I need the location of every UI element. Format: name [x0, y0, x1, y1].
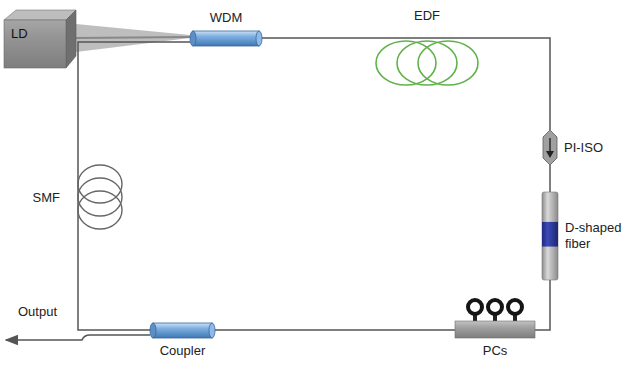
ld-top — [4, 10, 76, 20]
component-label: EDF — [414, 8, 440, 24]
polarization-controller: PCs — [455, 298, 535, 338]
laser-beam — [76, 24, 190, 52]
component-label: PCs — [483, 343, 508, 359]
isolator-shape — [543, 130, 557, 165]
fiber-connection — [549, 165, 551, 192]
isolator-arrow — [549, 138, 550, 153]
d-shaped-fiber-shape — [542, 192, 558, 280]
coil-loop — [78, 191, 122, 229]
wdm-coupler-shape — [190, 31, 262, 46]
wdm-coupler: WDM — [190, 31, 262, 46]
laser-diode: LD — [4, 10, 76, 68]
ld-front — [4, 20, 66, 68]
fiber-coil-shape — [70, 160, 126, 235]
isolator: PI-ISO — [543, 130, 557, 165]
polarization-controller-shape — [455, 298, 535, 338]
fiber-connection — [262, 37, 372, 39]
fiber-housing — [542, 192, 558, 280]
cylinder-body — [153, 323, 212, 338]
cylinder-end — [256, 31, 262, 46]
paddle-loop — [488, 300, 502, 314]
cylinder-end — [190, 31, 196, 46]
isolator-body — [543, 130, 557, 165]
fiber-connection — [482, 38, 550, 130]
fiber-connection — [215, 329, 455, 331]
component-label: LD — [11, 26, 28, 42]
output-coupler-shape — [150, 323, 215, 338]
cylinder-body — [193, 31, 259, 46]
coil-loop — [418, 41, 478, 85]
d-shaped-fiber: D-shaped fiber — [542, 192, 558, 280]
ld-side — [66, 10, 76, 68]
fiber-line — [372, 37, 482, 39]
fiber-coil-shape — [372, 38, 482, 88]
component-label: D-shaped fiber — [565, 220, 627, 251]
cylinder-end — [150, 323, 156, 338]
paddle-loop — [508, 300, 522, 314]
output-arrow — [6, 335, 150, 340]
isolator-arrowhead — [546, 151, 554, 158]
fiber-connection — [78, 42, 190, 160]
output-coupler: Coupler — [150, 323, 215, 338]
component-label: PI-ISO — [564, 140, 603, 156]
paddle-loop — [468, 300, 482, 314]
fiber-connection — [78, 235, 150, 330]
component-label: WDM — [210, 10, 243, 26]
cylinder-end — [209, 323, 215, 338]
fiber-connection — [76, 37, 190, 38]
component-label: SMF — [33, 190, 60, 206]
output-label: Output — [18, 304, 57, 319]
d-shaped-region — [542, 222, 558, 247]
fiber-coil: EDF — [372, 38, 482, 88]
fiber-connection — [535, 280, 550, 330]
component-label: Coupler — [160, 343, 206, 359]
fiber-coil: SMF — [70, 160, 126, 235]
pc-base — [455, 321, 535, 338]
